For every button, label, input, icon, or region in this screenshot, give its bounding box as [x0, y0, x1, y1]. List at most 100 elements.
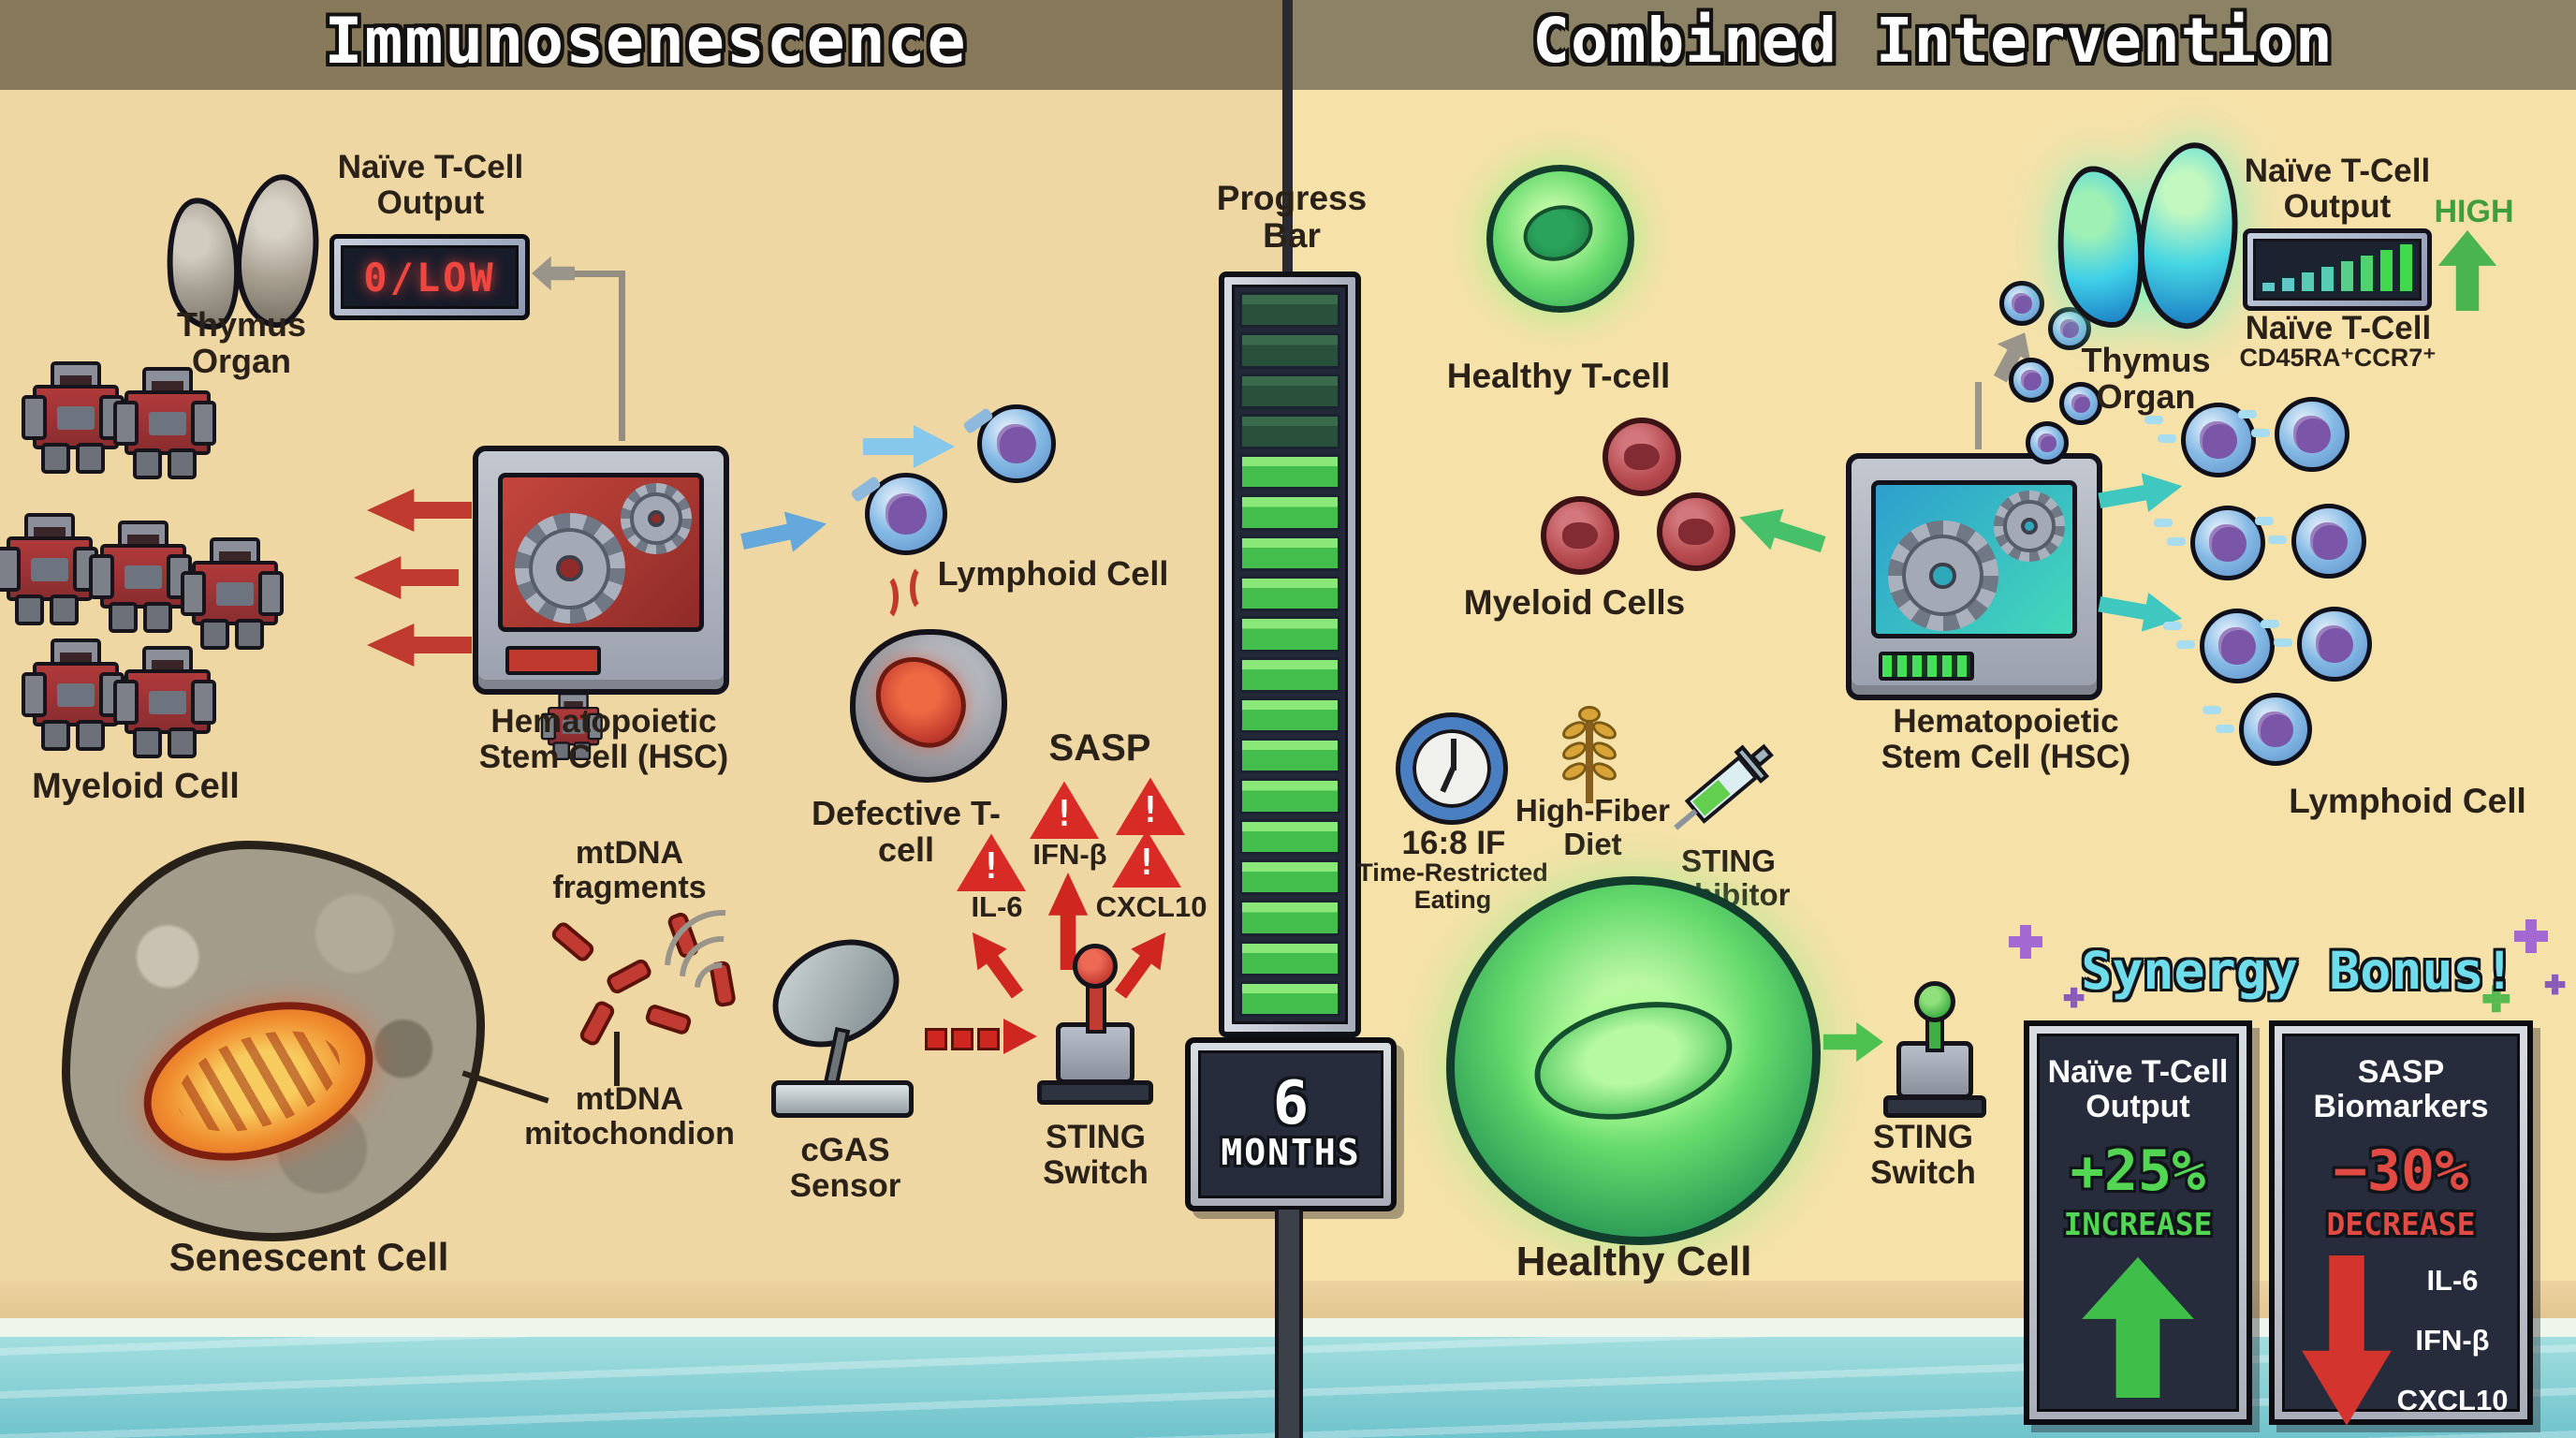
thymus-label-right: Thymus Organ	[2081, 341, 2211, 416]
heat-squiggle-icon	[910, 564, 936, 612]
hsc-label-left: Hematopoietic Stem Cell (HSC)	[478, 703, 729, 775]
damaged-mitochondrion-icon	[859, 644, 980, 759]
clock-hour-hand	[1440, 766, 1456, 793]
myeloid-cell-icon	[1541, 496, 1619, 575]
myeloid-robot-icon	[89, 521, 192, 633]
sting-switch-right[interactable]	[1883, 972, 1986, 1118]
card-increase-heading: Naïve T-Cell Output	[2047, 1054, 2229, 1125]
lymphoid-label-right: Lymphoid Cell	[2289, 782, 2526, 820]
synergy-card-increase: Naïve T-Cell Output +25% INCREASE	[2024, 1020, 2252, 1425]
healthy-mitochondrion-icon	[1523, 984, 1744, 1137]
myeloid-robot-icon	[22, 638, 124, 751]
meter-bar	[2261, 281, 2276, 293]
progress-bar	[1219, 271, 1361, 1037]
card-increase-direction: INCREASE	[2063, 1205, 2213, 1242]
meter-bar	[2339, 259, 2355, 293]
new-tcell-icon	[2026, 421, 2069, 464]
synergy-card-decrease: SASP Biomarkers −30% DECREASE IL-6 IFN-β…	[2269, 1020, 2533, 1426]
lymphoid-label-left: Lymphoid Cell	[937, 554, 1169, 593]
clock-minute-hand	[1451, 739, 1457, 770]
center-divider-line	[1282, 0, 1293, 281]
syringe-needle	[1674, 809, 1698, 830]
meter-screen	[2253, 239, 2422, 301]
lymphoid-cell-icon	[2158, 403, 2256, 477]
dashed-signal-dot	[925, 1028, 947, 1050]
machine-status-lights	[1878, 652, 1975, 681]
new-tcell-icon	[1999, 281, 2044, 326]
sign-pole	[1275, 1210, 1303, 1438]
sasp-marker-il6: IL-6	[971, 890, 1023, 923]
myeloid-robot-icon	[22, 361, 124, 474]
lymphoid-cell-icon	[2268, 504, 2366, 579]
wheat-grain	[1588, 738, 1620, 764]
mito-label-line-v	[614, 1032, 620, 1086]
healthy-tcell-icon	[1486, 165, 1634, 313]
thymus-organ-icon-right	[2049, 138, 2246, 341]
lymphoid-cell-icon	[865, 473, 947, 555]
satellite-dish-icon	[754, 917, 929, 1125]
meter-bar	[2300, 271, 2316, 293]
connector-line-v	[619, 271, 625, 441]
dashed-signal-dot	[951, 1028, 973, 1050]
sasp-title: SASP	[1048, 727, 1151, 769]
hsc-screen-right	[1870, 479, 2078, 638]
switch-knob	[1914, 981, 1955, 1022]
months-sign-inner: 6 MONTHS	[1198, 1050, 1383, 1198]
myeloid-robot-icon	[540, 693, 603, 760]
defective-tcell-label: Defective T-cell	[811, 794, 1002, 869]
wheat-stem	[1586, 713, 1593, 803]
clock-icon	[1400, 717, 1503, 820]
lymphoid-cell-icon	[2216, 693, 2312, 766]
cgas-label: cGAS Sensor	[789, 1132, 901, 1204]
card-decrease-direction: DECREASE	[2326, 1205, 2476, 1242]
sting-label-left: STING Switch	[1043, 1119, 1149, 1191]
meter-bar	[2378, 248, 2394, 293]
new-tcell-icon	[2059, 382, 2102, 425]
title-left: Immunosenescence	[324, 5, 968, 79]
led-display-screen: 0/LOW	[341, 245, 519, 309]
new-tcell-icon	[2009, 358, 2054, 403]
switch-knob	[1073, 944, 1118, 989]
myeloid-cell-icon	[1657, 492, 1735, 571]
lymphoid-cell-icon	[2251, 397, 2349, 472]
if-sub-label: Time-Restricted Eating	[1357, 858, 1548, 915]
naive-output-label-right: Naïve T-Cell Output	[2244, 153, 2431, 225]
big-red-down-arrow-icon	[2302, 1255, 2392, 1426]
naive-tcell-label: Naïve T-Cell	[2245, 310, 2432, 346]
healthy-tcell-label: Healthy T-cell	[1446, 357, 1671, 395]
lymphoid-cell-icon	[2176, 609, 2275, 683]
sasp-marker-ifnb: IFN-β	[1032, 838, 1107, 871]
meter-bar	[2398, 242, 2414, 293]
months-signbox: 6 MONTHS	[1185, 1037, 1397, 1211]
hsc-machine-icon-left	[473, 446, 729, 695]
wheat-grain	[1578, 706, 1601, 723]
myeloid-label-left: Myeloid Cell	[32, 767, 240, 806]
naive-output-label-left: Naïve T-Cell Output	[337, 149, 524, 221]
myeloid-robot-icon	[181, 537, 284, 650]
mtdna-mitochondrion-label: mtDNA mitochondion	[524, 1081, 735, 1152]
big-green-up-arrow-icon	[2082, 1256, 2194, 1398]
sasp-marker-cxcl10: CXCL10	[1095, 890, 1208, 923]
decrease-marker-cxcl10: CXCL10	[2396, 1383, 2509, 1416]
title-right: Combined Intervention	[1532, 5, 2334, 77]
banner-right	[1288, 0, 2576, 90]
wheat-grain	[1588, 717, 1620, 743]
meter-bar	[2359, 254, 2375, 293]
senescent-cell-label: Senescent Cell	[168, 1235, 449, 1279]
card-decrease-heading: SASP Biomarkers	[2313, 1054, 2489, 1125]
mtdna-fragments-label: mtDNA fragments	[552, 835, 707, 905]
lymphoid-cell-icon	[2274, 607, 2372, 682]
lymphoid-cell-icon	[977, 404, 1056, 483]
decrease-marker-il6: IL-6	[2426, 1263, 2479, 1297]
sting-label-right: STING Switch	[1870, 1119, 1976, 1191]
gear-icon	[620, 483, 692, 555]
banner-left	[0, 0, 1288, 90]
myeloid-cell-icon	[1603, 418, 1681, 496]
mitochondrion-cristae	[164, 1012, 353, 1151]
high-level-label: HIGH	[2434, 194, 2514, 229]
synergy-title: Synergy Bonus!	[2081, 941, 2515, 1001]
sting-switch-left[interactable]	[1037, 944, 1153, 1105]
hsc-label-right: Hematopoietic Stem Cell (HSC)	[1881, 703, 2131, 775]
wheat-icon	[1556, 706, 1623, 805]
